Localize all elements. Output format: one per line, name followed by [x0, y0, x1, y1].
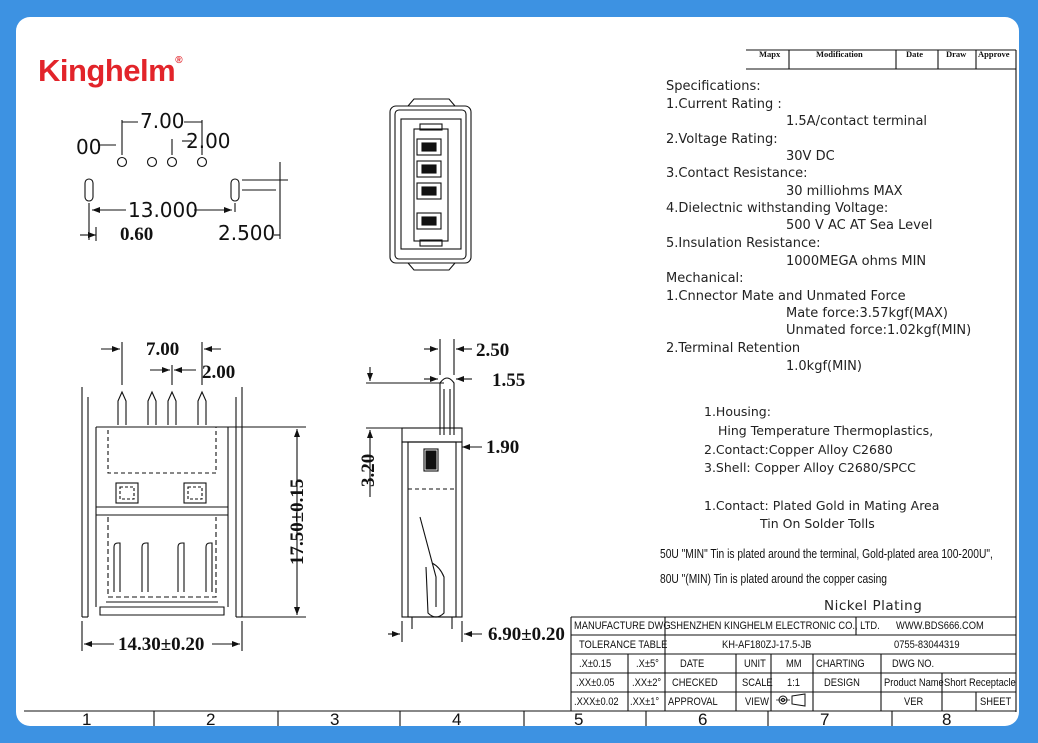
dim-top-2500: 2.500 — [218, 221, 275, 245]
tb-tolerance-table: TOLERANCE TABLE — [579, 639, 668, 651]
tb-tol-xxx-ang: .XX±1° — [630, 696, 660, 708]
dim-top-2: 2.00 — [186, 129, 231, 153]
tb-sheet: SHEET — [980, 696, 1012, 708]
tb-manufacture-dwg: MANUFACTURE DWG — [574, 620, 671, 632]
spec-line: 30 milliohms MAX — [786, 184, 903, 199]
spec-line: Specifications: — [666, 79, 761, 94]
zone-1: 1 — [82, 710, 91, 726]
dim-side-height: 17.50±0.15 — [287, 479, 308, 565]
tb-scale-val: 1:1 — [787, 677, 801, 689]
dim-prof-250: 2.50 — [476, 340, 509, 361]
tb-date: DATE — [680, 658, 705, 670]
tb-company: SHENZHEN KINGHELM ELECTRONIC CO., LTD. — [670, 620, 880, 632]
tb-checked: CHECKED — [672, 677, 718, 689]
engineering-drawing: 7.00 2.00 00 13.000 0.60 2.500 7.00 2.00… — [24, 49, 1017, 726]
spec-line: 1.0kgf(MIN) — [786, 359, 862, 374]
revision-header — [746, 49, 1016, 70]
zone-8: 8 — [942, 710, 951, 726]
top-view-footprint — [80, 120, 288, 241]
dim-prof-320: 3.20 — [358, 454, 379, 487]
side-view — [81, 342, 306, 651]
title-block — [570, 616, 1016, 712]
tb-scale: SCALE — [742, 677, 773, 689]
spec-line: 2.Voltage Rating: — [666, 132, 778, 147]
tb-tol-xx-ang: .XX±2° — [632, 677, 662, 689]
tb-tol-xxx: .XXX±0.02 — [574, 696, 619, 708]
rev-draw: Draw — [946, 49, 967, 59]
kinghelm-logo: Kinghelm® — [38, 53, 183, 88]
zone-2: 2 — [206, 710, 215, 726]
tb-product-name: Product Name — [884, 677, 944, 689]
rev-mapx: Mapx — [759, 49, 781, 59]
spec-line: Unmated force:1.02kgf(MIN) — [786, 323, 972, 338]
front-view-port — [389, 98, 472, 271]
tb-dwg-no: DWG NO. — [892, 658, 935, 670]
dim-top-7: 7.00 — [140, 109, 185, 133]
material-line: Tin On Solder Tolls — [760, 516, 875, 531]
tb-unit-val: MM — [786, 658, 802, 670]
spec-line: 500 V AC AT Sea Level — [786, 218, 933, 233]
spec-line: 30V DC — [786, 149, 835, 164]
tb-view: VIEW — [745, 696, 769, 708]
rev-approve: Approve — [978, 49, 1010, 59]
tb-charting: CHARTING — [816, 658, 865, 670]
tb-product-val: Short Receptacle — [944, 677, 1016, 689]
rev-date: Date — [906, 49, 923, 59]
spec-line: 2.Terminal Retention — [666, 341, 801, 356]
tb-part-no: KH-AF180ZJ-17.5-JB — [722, 639, 812, 651]
tb-ver: VER — [904, 696, 924, 708]
rev-modification: Modification — [816, 49, 863, 59]
material-line: 2.Contact:Copper Alloy C2680 — [704, 442, 893, 457]
tb-unit: UNIT — [744, 658, 766, 670]
dim-prof-190: 1.90 — [486, 437, 519, 458]
plating-note-1: 50U "MIN" Tin is plated around the termi… — [660, 547, 993, 561]
zone-3: 3 — [330, 710, 339, 726]
zone-7: 7 — [820, 710, 829, 726]
material-line: Hing Temperature Thermoplastics, — [718, 423, 934, 438]
plating-note-3: Nickel Plating — [824, 598, 923, 614]
dim-side-width: 14.30±0.20 — [118, 634, 204, 655]
tb-tol-xx: .XX±0.05 — [576, 677, 615, 689]
spec-line: 1000MEGA ohms MIN — [786, 254, 927, 269]
material-line: 1.Housing: — [704, 404, 771, 419]
dim-top-13: 13.000 — [128, 198, 198, 222]
zone-4: 4 — [452, 710, 461, 726]
material-line: 1.Contact: Plated Gold in Mating Area — [704, 498, 940, 513]
spec-line: Mechanical: — [666, 271, 744, 286]
tb-website: WWW.BDS666.COM — [896, 620, 984, 632]
spec-line: 1.5A/contact terminal — [786, 114, 928, 129]
projection-symbol-icon — [776, 693, 808, 707]
tb-tol-x: .X±0.15 — [579, 658, 612, 670]
dim-top-00: 00 — [76, 135, 101, 159]
dim-side-7: 7.00 — [146, 339, 179, 360]
spec-line: 5.Insulation Resistance: — [666, 236, 821, 251]
spec-line: 1.Cnnector Mate and Unmated Force — [666, 289, 906, 304]
spec-line: Mate force:3.57kgf(MAX) — [786, 306, 948, 321]
dim-prof-155: 1.55 — [492, 370, 525, 391]
tb-phone: 0755-83044319 — [894, 639, 960, 651]
dim-prof-690: 6.90±0.20 — [488, 624, 565, 645]
material-line: 3.Shell: Copper Alloy C2680/SPCC — [704, 460, 916, 475]
spec-line: 4.Dielectnic withstanding Voltage: — [666, 201, 889, 216]
spec-line: 3.Contact Resistance: — [666, 166, 808, 181]
dim-side-2: 2.00 — [202, 362, 235, 383]
zone-6: 6 — [698, 710, 707, 726]
plating-note-2: 80U "(MIN) Tin is plated around the copp… — [660, 572, 887, 586]
spec-line: 1.Current Rating : — [666, 97, 782, 112]
tb-approval: APPROVAL — [668, 696, 718, 708]
profile-view — [366, 339, 482, 642]
drawing-sheet: Kinghelm® — [16, 17, 1019, 726]
tb-design: DESIGN — [824, 677, 860, 689]
tb-tol-x-ang: .X±5° — [636, 658, 659, 670]
zone-5: 5 — [574, 710, 583, 726]
dim-top-060: 0.60 — [120, 224, 153, 245]
